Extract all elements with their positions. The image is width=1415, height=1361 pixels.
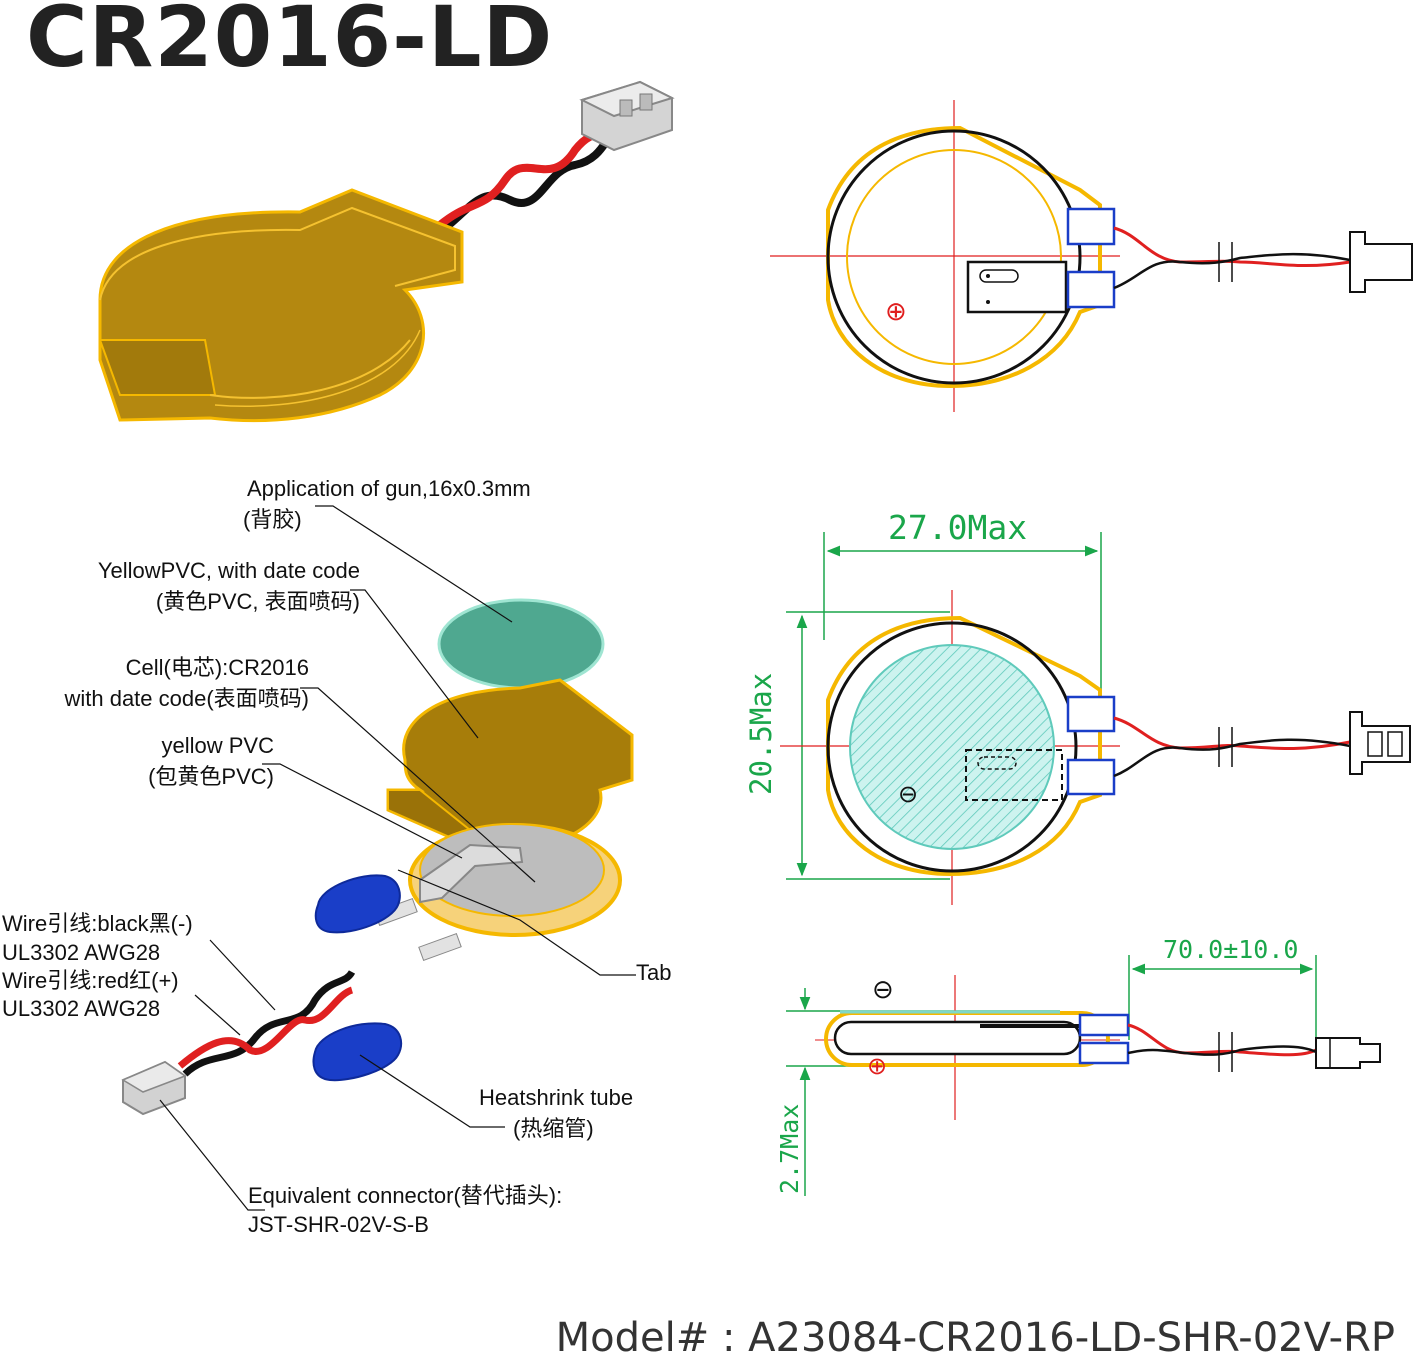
label-adhesive: Application of gun,16x0.3mm <box>247 476 531 501</box>
dimension-drawing-front <box>780 532 1411 905</box>
label-wire-red-spec: UL3302 AWG28 <box>2 996 161 1021</box>
minus-symbol-side: ⊖ <box>872 975 894 1005</box>
label-connector: Equivalent connector(替代插头): <box>248 1183 563 1208</box>
connector-3d <box>579 80 675 152</box>
label-wire-black-spec: UL3302 AWG28 <box>2 940 161 965</box>
page-title: CR2016-LD <box>26 0 554 86</box>
minus-symbol-front: ⊖ <box>898 780 919 808</box>
label-wire-red: Wire引线:red红(+) <box>2 968 179 993</box>
dimension-lead-length: 70.0±10.0 <box>1163 935 1299 964</box>
battery-3d-view <box>98 80 675 423</box>
label-heatshrink: Heatshrink tube <box>479 1085 634 1110</box>
model-number: Model# : A23084-CR2016-LD-SHR-02V-RP <box>555 1315 1395 1361</box>
leader-lines <box>159 505 636 1211</box>
plus-symbol-side: ⊕ <box>867 1052 888 1080</box>
plus-symbol-top: ⊕ <box>885 297 907 327</box>
dimension-height: 20.5Max <box>744 672 778 795</box>
top-view-drawing <box>770 100 1413 412</box>
label-wire-black: Wire引线:black黑(-) <box>2 911 193 936</box>
dimension-width: 27.0Max <box>888 508 1028 547</box>
dimension-thickness: 2.7Max <box>775 1103 804 1194</box>
label-cell: Cell(电芯):CR2016 <box>125 655 309 680</box>
heatshrink-tube-2 <box>312 1022 403 1082</box>
label-heatshrink-cn: (热缩管) <box>513 1116 594 1141</box>
label-yellow-pvc-cn: (包黄色PVC) <box>148 764 274 789</box>
label-adhesive-cn: (背胶) <box>243 507 302 532</box>
label-yellow-pvc: yellow PVC <box>161 733 274 758</box>
label-connector-part: JST-SHR-02V-S-B <box>248 1212 429 1237</box>
adhesive-disc <box>437 598 605 690</box>
heatshrink-tube-1 <box>314 874 401 934</box>
label-pvc-top: YellowPVC, with date code <box>97 558 360 583</box>
connector-small <box>121 1060 187 1116</box>
side-view-drawing <box>786 955 1381 1196</box>
label-cell-cn: with date code(表面喷码) <box>64 686 309 711</box>
exploded-view <box>121 505 636 1211</box>
label-pvc-top-cn: (黄色PVC, 表面喷码) <box>155 589 360 614</box>
label-tab: Tab <box>636 960 672 985</box>
tab-plate <box>419 843 524 904</box>
